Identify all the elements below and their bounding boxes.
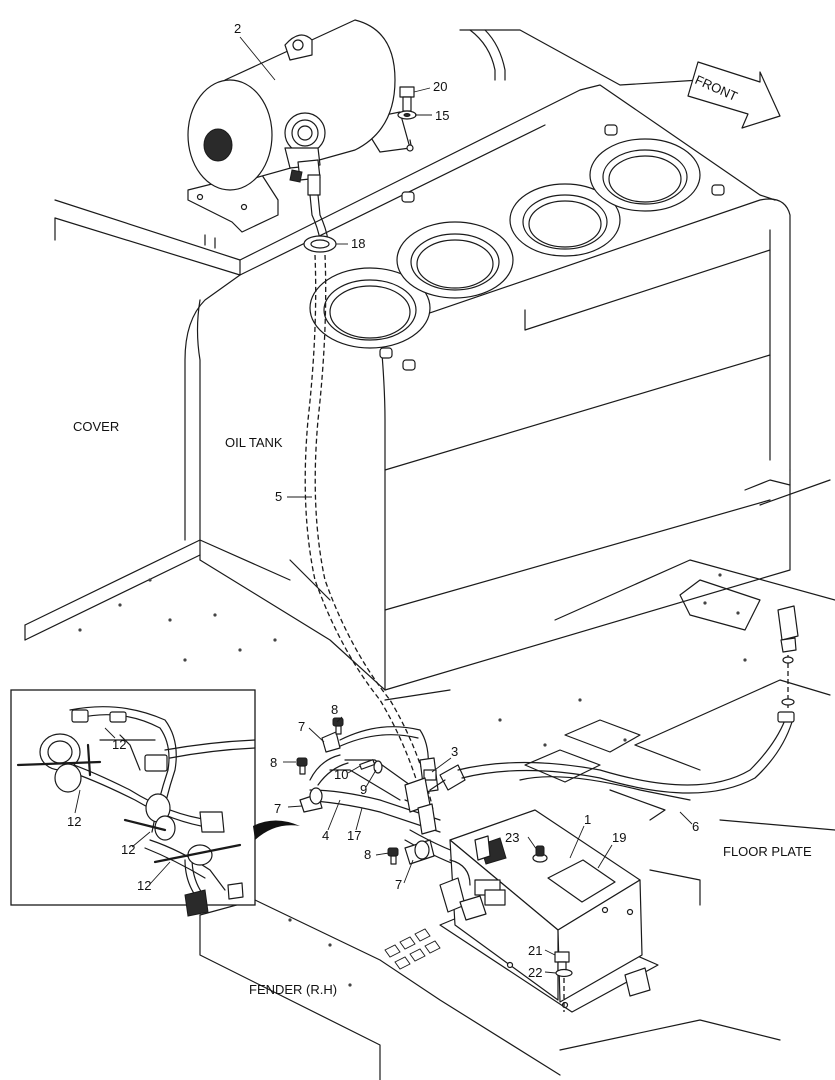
label-fender: FENDER (R.H) <box>249 982 337 997</box>
tank-port-3 <box>509 183 621 257</box>
callout-22: 22 <box>528 965 542 980</box>
floor-plate <box>498 559 835 1051</box>
tank-port-4 <box>589 138 701 212</box>
callout-5: 5 <box>275 489 282 504</box>
inset-detail <box>10 689 256 917</box>
callout-7-left: 7 <box>274 801 281 816</box>
callout-8-bottom: 8 <box>364 847 371 862</box>
callout-7-bottom: 7 <box>395 877 402 892</box>
bolt-8a <box>332 717 344 735</box>
bolt-8b <box>296 757 308 775</box>
hose-assembly-3 <box>335 726 439 793</box>
callout-15: 15 <box>435 108 449 123</box>
oil-tank <box>196 29 831 701</box>
quick-coupler <box>777 605 799 708</box>
cover-panel <box>54 199 241 541</box>
tank-port-2 <box>396 221 514 299</box>
clamp-7b <box>299 787 323 813</box>
callout-12-d: 12 <box>137 878 151 893</box>
floor-holes <box>498 573 747 747</box>
clamp-7a <box>321 731 341 753</box>
callout-20: 20 <box>433 79 447 94</box>
bolt-8c <box>387 847 399 865</box>
receiver-drier <box>187 19 414 233</box>
label-cover: COVER <box>73 419 119 434</box>
callout-3: 3 <box>451 744 458 759</box>
callout-19: 19 <box>612 830 626 845</box>
callout-2: 2 <box>234 21 241 36</box>
callout-21: 21 <box>528 943 542 958</box>
tank-port-1 <box>309 267 431 349</box>
washer-15 <box>397 110 417 120</box>
callout-8-left: 8 <box>270 755 277 770</box>
callout-9: 9 <box>360 782 367 797</box>
callout-numbers: 1 2 3 4 5 6 7 7 7 8 8 8 9 10 12 12 12 12… <box>67 21 699 980</box>
callout-6: 6 <box>692 819 699 834</box>
hose-6 <box>457 711 795 794</box>
hose-5 <box>304 174 434 811</box>
relay-bracket <box>404 764 466 835</box>
callout-18: 18 <box>351 236 365 251</box>
leader-lines <box>74 36 693 974</box>
grommet-18 <box>303 235 337 253</box>
tank-studs <box>379 124 725 371</box>
control-box <box>439 809 659 1013</box>
callout-10: 10 <box>334 767 348 782</box>
callout-12-a: 12 <box>112 737 126 752</box>
front-arrow <box>687 61 781 129</box>
clamp-7c <box>404 839 435 865</box>
screw-10 <box>359 759 376 770</box>
callout-1: 1 <box>584 812 591 827</box>
callout-8-top: 8 <box>331 702 338 717</box>
callout-23: 23 <box>505 830 519 845</box>
callout-7-top: 7 <box>298 719 305 734</box>
bolt-20 <box>399 86 415 112</box>
callout-12-b: 12 <box>67 814 81 829</box>
callout-17: 17 <box>347 828 361 843</box>
fender-holes <box>78 578 352 987</box>
label-floor-plate: FLOOR PLATE <box>723 844 812 859</box>
floor-marks <box>384 928 441 970</box>
callout-12-c: 12 <box>121 842 135 857</box>
label-oil-tank: OIL TANK <box>225 435 283 450</box>
inset-pointer <box>253 820 300 840</box>
callout-4: 4 <box>322 828 329 843</box>
